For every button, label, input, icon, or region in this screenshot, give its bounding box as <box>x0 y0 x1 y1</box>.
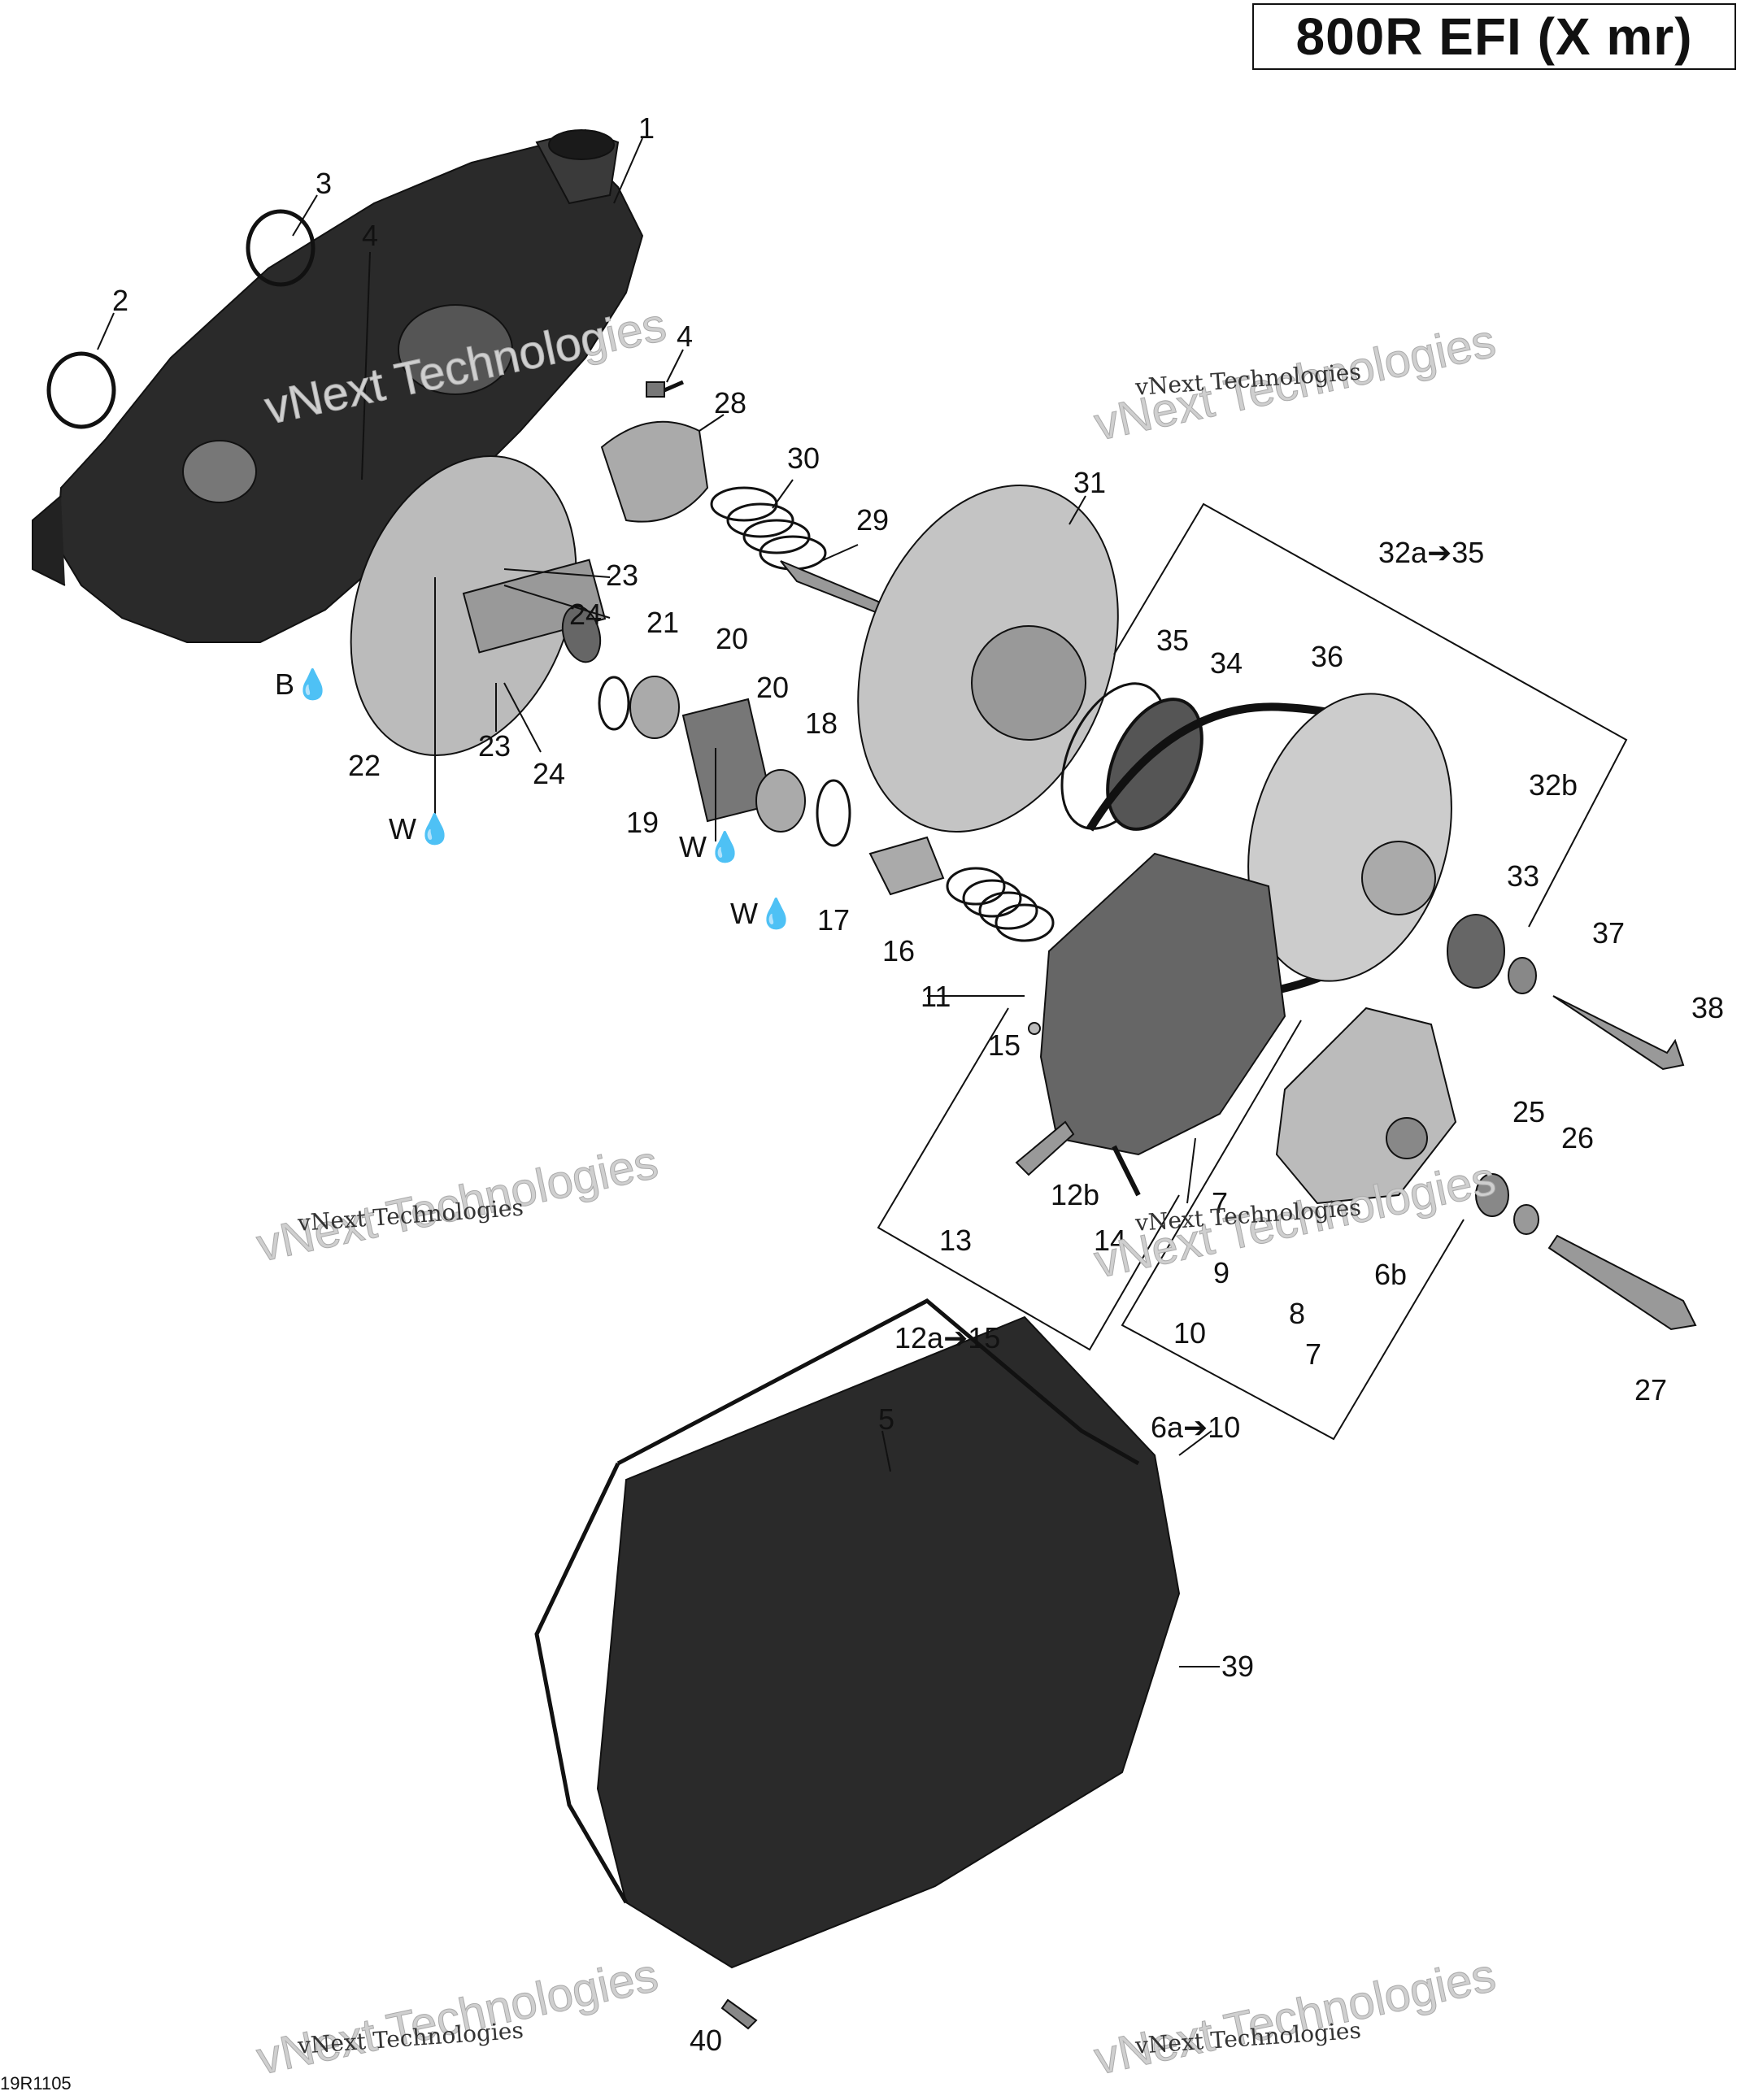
part-20-ring-b <box>755 769 806 833</box>
callout-20b: 20 <box>756 671 790 704</box>
callout-30: 30 <box>787 441 820 475</box>
callout-24a: 24 <box>569 598 603 631</box>
callout-38: 38 <box>1691 991 1725 1024</box>
callout-7a: 7 <box>1212 1186 1229 1220</box>
part-33-bearing <box>1447 914 1505 989</box>
callout-23b: 23 <box>478 729 511 763</box>
callout-19: 19 <box>626 806 659 839</box>
callout-34: 34 <box>1210 646 1243 680</box>
callout-20a: 20 <box>716 622 749 655</box>
part-1-housing <box>32 128 644 643</box>
lubricant-b-marker: B💧 <box>275 670 331 699</box>
lubricant-w-label: W <box>679 830 707 863</box>
drop-icon: 💧 <box>757 897 794 930</box>
callout-14: 14 <box>1094 1224 1127 1257</box>
lubricant-w-label: W <box>389 812 416 846</box>
page-title: 800R EFI (X mr) <box>1295 7 1693 66</box>
part-5-gasket <box>534 1298 1140 1904</box>
lubricant-b-label: B <box>275 667 295 701</box>
title-box: 800R EFI (X mr) <box>1252 3 1736 70</box>
callout-5: 5 <box>878 1402 895 1436</box>
part-15-nut <box>1028 1022 1041 1035</box>
lubricant-w-label: W <box>730 897 758 930</box>
callout-39: 39 <box>1221 1650 1255 1683</box>
callout-4b: 4 <box>677 320 694 353</box>
part-18-oring <box>816 779 851 847</box>
callout-9: 9 <box>1213 1256 1230 1289</box>
bracket-32a-35 <box>1113 502 1628 928</box>
callout-29: 29 <box>856 503 890 537</box>
callout-21: 21 <box>646 606 680 639</box>
part-38-bolt <box>1552 995 1685 1071</box>
callout-23a: 23 <box>606 559 639 592</box>
callout-35: 35 <box>1156 624 1190 657</box>
callout-18: 18 <box>805 707 838 740</box>
callout-15: 15 <box>988 1028 1021 1062</box>
callout-3: 3 <box>316 167 333 200</box>
callout-12b: 12b <box>1051 1178 1100 1211</box>
part-11-spider <box>1039 852 1286 1156</box>
part-27-bolt <box>1547 1234 1697 1331</box>
lubricant-w-marker-1: W💧 <box>389 815 453 844</box>
part-20-ring-a <box>629 676 680 739</box>
lubricant-w-marker-3: W💧 <box>730 899 794 928</box>
bracket-6a-10 <box>1121 1020 1465 1441</box>
part-3-oring <box>246 209 316 287</box>
callout-28: 28 <box>714 386 747 420</box>
callout-32b: 32b <box>1529 768 1578 802</box>
callout-26: 26 <box>1561 1121 1595 1154</box>
callout-37: 37 <box>1592 916 1626 950</box>
part-39-cover <box>596 1315 1181 1969</box>
diagram-code: 19R1105 <box>0 2073 72 2093</box>
callout-40: 40 <box>690 2024 723 2057</box>
part-37-washer <box>1508 957 1537 994</box>
callout-2: 2 <box>112 284 129 317</box>
part-12b-arm <box>1015 1120 1075 1176</box>
callout-25: 25 <box>1512 1095 1546 1128</box>
callout-27: 27 <box>1634 1373 1668 1407</box>
callout-4a: 4 <box>362 219 379 252</box>
part-31-movable-sheave <box>857 484 1119 833</box>
part-34-slider-ring <box>1106 698 1203 831</box>
lubricant-w-marker-2: W💧 <box>679 833 743 862</box>
part-28-cover <box>600 420 709 523</box>
part-2-oring <box>46 351 116 429</box>
part-17-ring <box>868 836 945 896</box>
callout-36: 36 <box>1311 640 1344 673</box>
callout-11: 11 <box>921 980 951 1013</box>
callout-13: 13 <box>939 1224 973 1257</box>
callout-16: 16 <box>882 934 916 967</box>
part-21-ring <box>598 676 630 731</box>
part-4-bolt <box>646 380 684 398</box>
part-14-pin <box>1112 1145 1141 1197</box>
callout-8: 8 <box>1289 1297 1306 1330</box>
callout-7b: 7 <box>1305 1337 1322 1371</box>
callout-10: 10 <box>1173 1316 1207 1350</box>
part-6-ramp-assembly <box>1275 1007 1457 1205</box>
callout-6b: 6b <box>1374 1258 1408 1291</box>
part-22-fixed-sheave <box>350 455 607 756</box>
callout-17: 17 <box>817 903 851 937</box>
callout-6a10: 6a➔10 <box>1151 1411 1241 1444</box>
callout-32a35: 32a➔35 <box>1378 536 1485 569</box>
bracket-12a-15 <box>877 1007 1180 1351</box>
callout-1: 1 <box>638 111 655 145</box>
part-26-washer <box>1513 1204 1539 1235</box>
drop-icon: 💧 <box>416 812 453 846</box>
callout-33: 33 <box>1507 859 1540 893</box>
callout-31: 31 <box>1073 466 1107 499</box>
part-29-shaft <box>780 560 893 620</box>
part-16-spring <box>946 867 1055 942</box>
part-40-screw <box>720 1998 758 2030</box>
part-25-washer <box>1475 1173 1509 1217</box>
callout-12a15: 12a➔15 <box>894 1321 1001 1354</box>
drop-icon: 💧 <box>294 667 331 701</box>
drop-icon: 💧 <box>706 830 743 863</box>
callout-24b: 24 <box>533 757 566 790</box>
callout-22: 22 <box>348 749 381 782</box>
part-32b-pulley <box>1247 693 1452 982</box>
part-30-spring <box>710 486 827 571</box>
